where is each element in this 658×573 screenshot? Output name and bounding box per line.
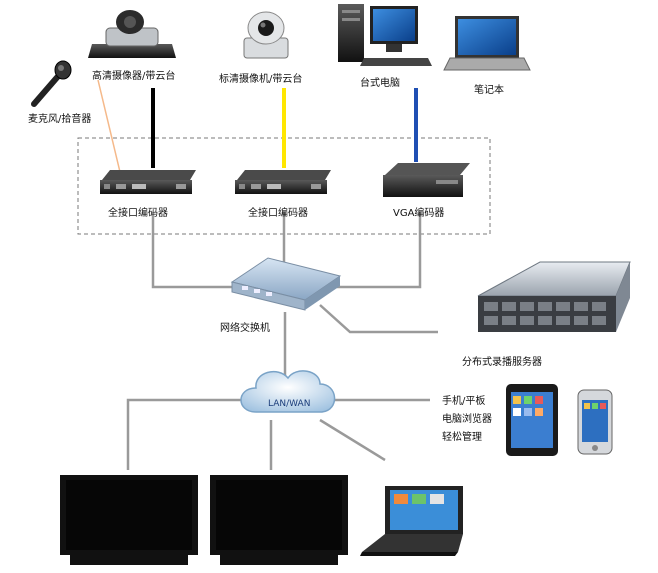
vga-encoder-label: VGA编码器 [393,208,445,219]
encoder-full-1-label: 全接口编码器 [108,208,168,219]
vga-encoder-icon [383,163,470,197]
tablet-icon [506,384,558,456]
microphone-label: 麦克风/拾音器 [28,114,92,125]
encoder-icon [235,170,331,194]
sd-camera-label: 标清摄像机/带云台 [219,74,303,85]
desktop-label: 台式电脑 [360,78,400,89]
microphone-icon [31,60,72,107]
server-label: 分布式录播服务器 [462,357,542,368]
audio-cable [97,79,121,173]
monitor-icon [210,475,348,565]
hd-camera-icon [88,10,176,58]
switch-label: 网络交换机 [220,323,270,334]
cloud-icon [240,370,336,413]
mobile-label-3: 轻松管理 [442,432,482,443]
netbook-icon [360,486,463,556]
sd-camera-icon [243,11,289,59]
mobile-label-2: 电脑浏览器 [442,414,492,425]
lan-wan-label: LAN/WAN [268,399,310,409]
hd-camera-label: 高清摄像器/带云台 [92,71,176,82]
server-icon [477,261,631,332]
mobile-label-1: 手机/平板 [442,396,486,407]
network-switch-icon [230,257,342,311]
phone-icon [577,389,613,455]
laptop-icon [443,16,531,71]
laptop-label: 笔记本 [474,85,504,96]
encoder-icon [100,170,196,194]
desktop-computer-icon [338,4,432,66]
encoder-full-2-label: 全接口编码器 [248,208,308,219]
monitor-icon [60,475,198,565]
network-cables [126,212,438,470]
